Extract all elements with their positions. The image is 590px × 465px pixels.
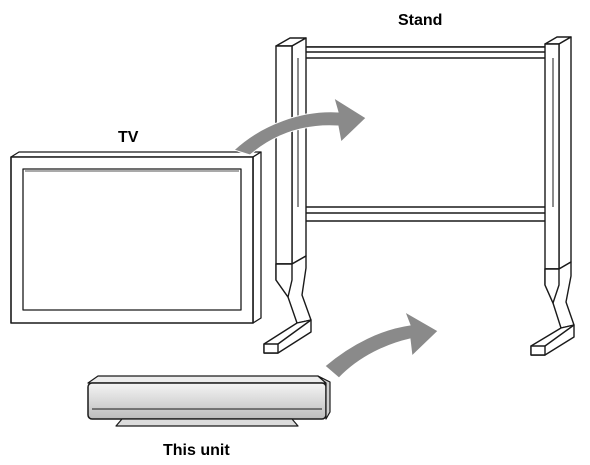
unit-body <box>87 382 327 420</box>
stand-label: Stand <box>398 12 442 29</box>
this-unit <box>87 375 331 427</box>
stand-top-crossbar <box>291 46 554 59</box>
tv-side-edge <box>252 151 262 324</box>
unit-foot <box>115 418 299 427</box>
tv <box>10 151 262 324</box>
stand-middle-crossbar <box>291 206 554 222</box>
tv-screen <box>22 168 242 311</box>
stand-right-leg <box>530 261 575 356</box>
stand-right-post <box>544 36 572 270</box>
lower-arrow <box>324 310 439 379</box>
unit-top <box>87 375 327 384</box>
stand-left-leg <box>263 255 312 354</box>
unit-label: This unit <box>163 442 230 459</box>
stand <box>263 36 575 356</box>
unit-end-cap <box>317 375 331 420</box>
stand-left-post <box>275 37 307 265</box>
tv-label: TV <box>118 129 139 146</box>
upper-arrow <box>233 96 367 156</box>
